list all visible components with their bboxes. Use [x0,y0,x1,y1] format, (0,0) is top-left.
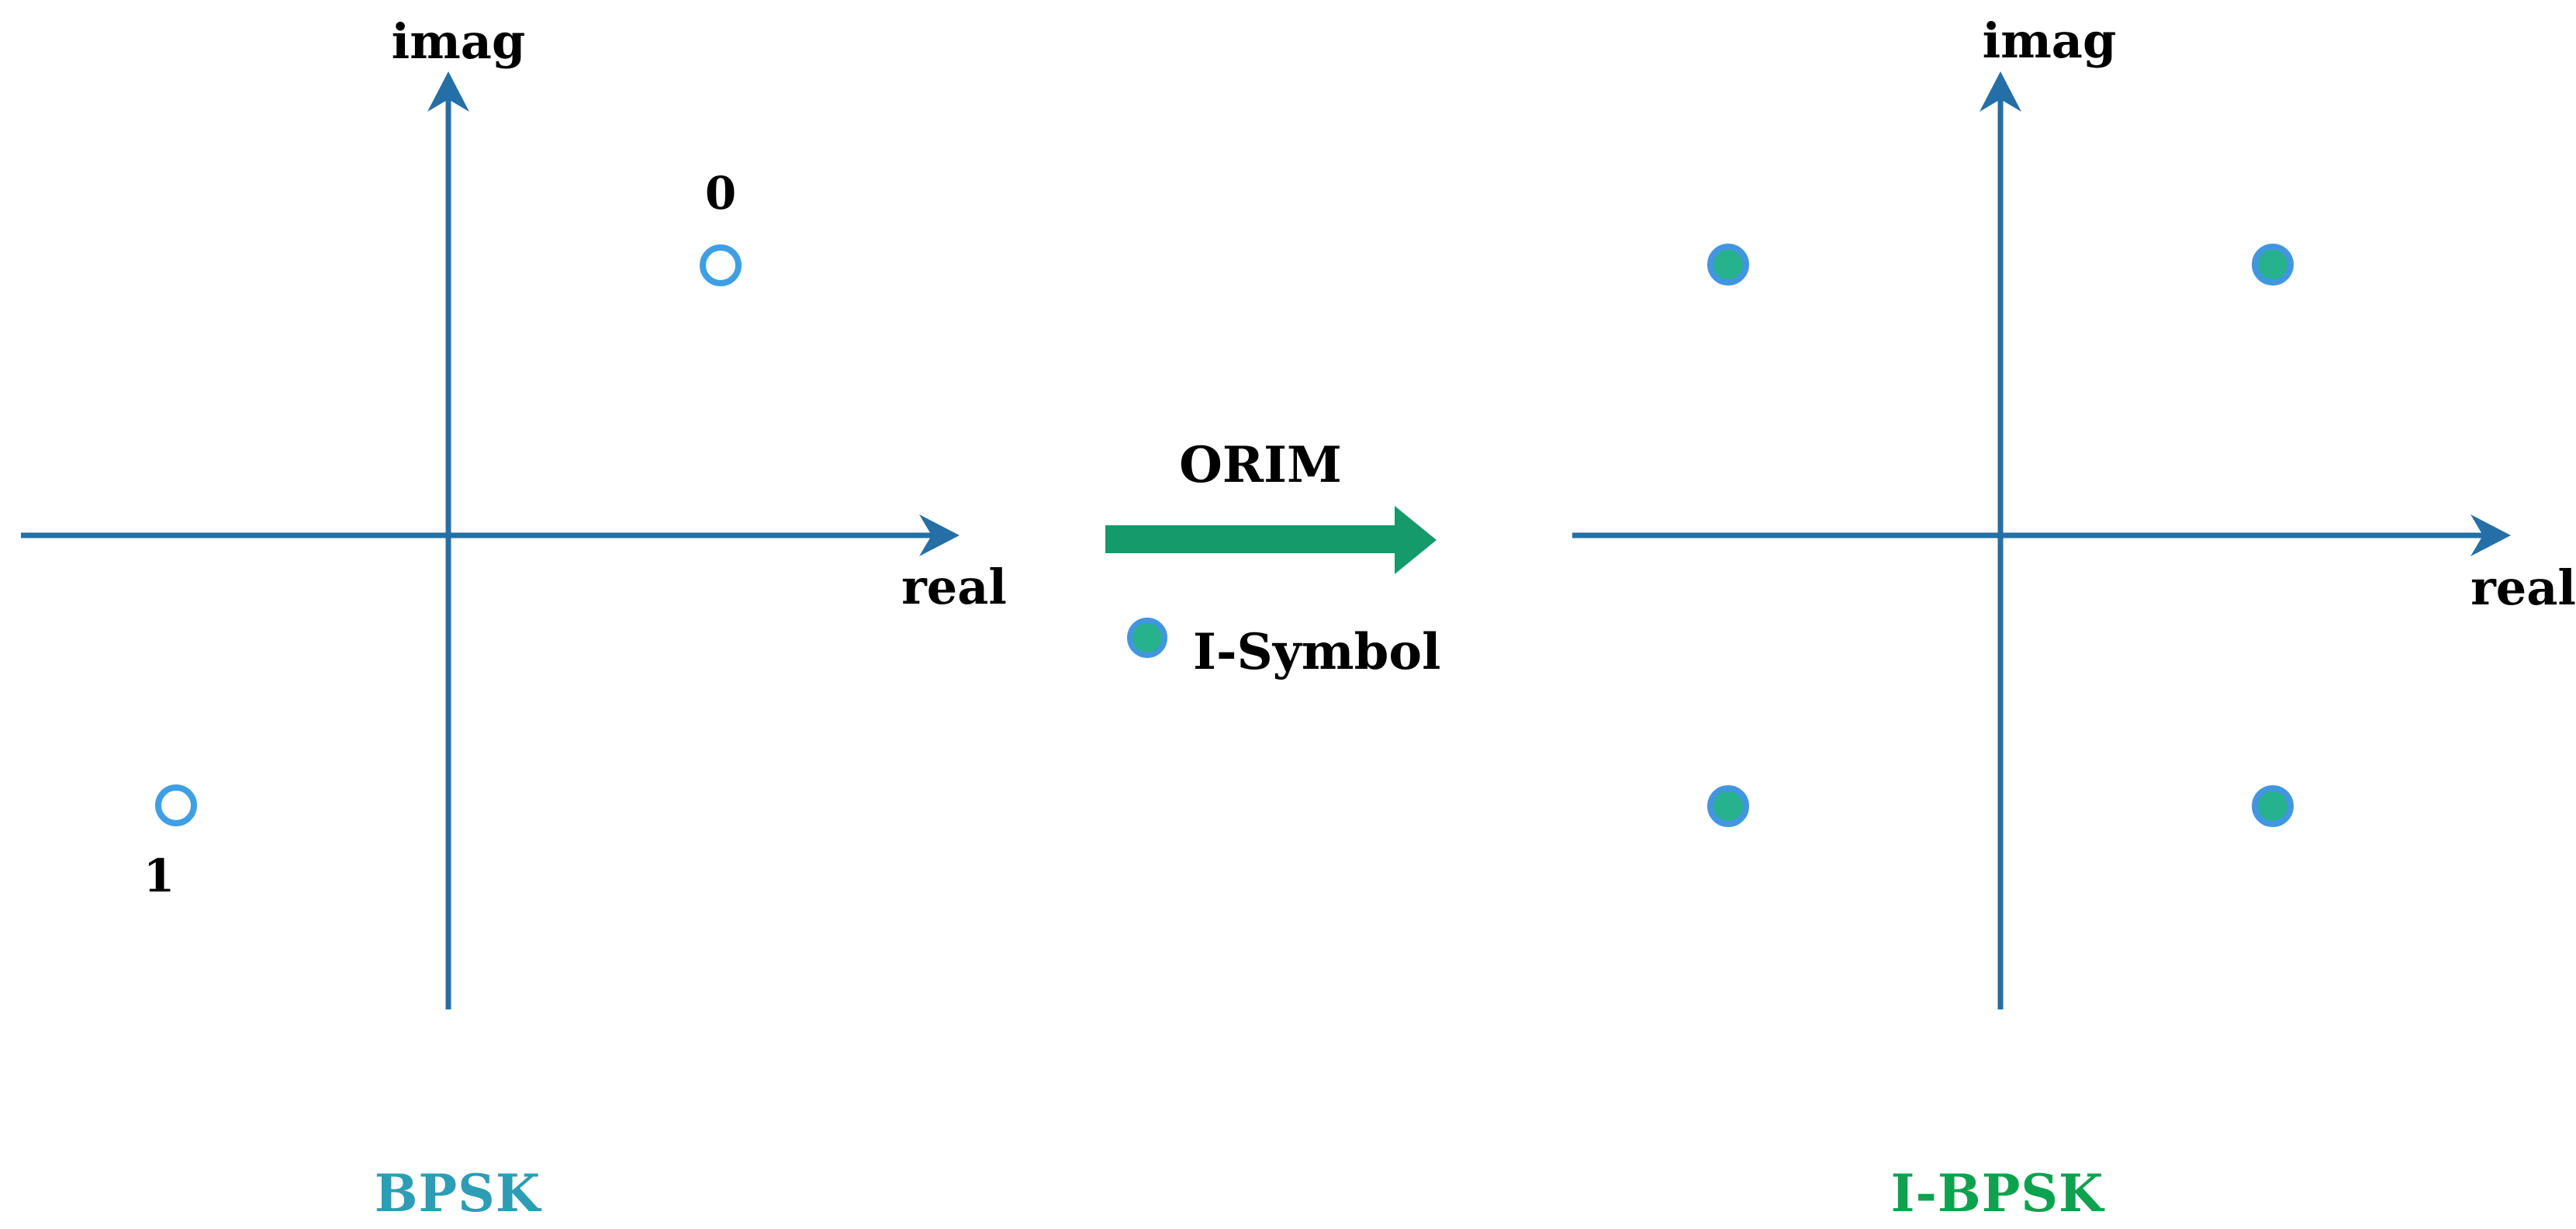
orim-label: ORIM [1179,436,1342,494]
legend-isymbol-label: I-Symbol [1193,623,1441,681]
ibpsk-constellation-points [1707,244,2294,827]
bpsk-imag-axis-label: imag [391,13,526,70]
ibpsk-imag-axis-label: imag [1982,12,2117,69]
ibpsk-caption: I-BPSK [1890,1163,2104,1224]
bpsk-real-axis-label: real [901,559,1007,615]
point-bit-label: 1 [143,850,175,902]
legend-isymbol-marker-icon [1127,618,1167,658]
ibpsk-real-axis-label: real [2471,559,2576,616]
orim-arrow-icon [1105,506,1437,574]
constellation-point [2252,244,2294,286]
bpsk-imag-axis-arrowhead-icon [427,71,469,112]
ibpsk-imag-axis-arrowhead-icon [1980,71,2021,112]
bpsk-plot-axes [21,71,960,1009]
constellation-point [1707,785,1749,827]
bpsk-constellation-points [155,244,742,826]
bpsk-caption: BPSK [374,1163,541,1224]
constellation-point [700,244,742,286]
bpsk-real-axis-arrowhead-icon [919,514,960,556]
constellation-point [155,784,197,826]
ibpsk-real-axis-arrowhead-icon [2471,514,2511,556]
constellation-point [1707,244,1749,286]
constellation-point [2252,785,2294,827]
point-bit-label: 0 [704,167,737,220]
ibpsk-plot-axes [1572,71,2511,1009]
